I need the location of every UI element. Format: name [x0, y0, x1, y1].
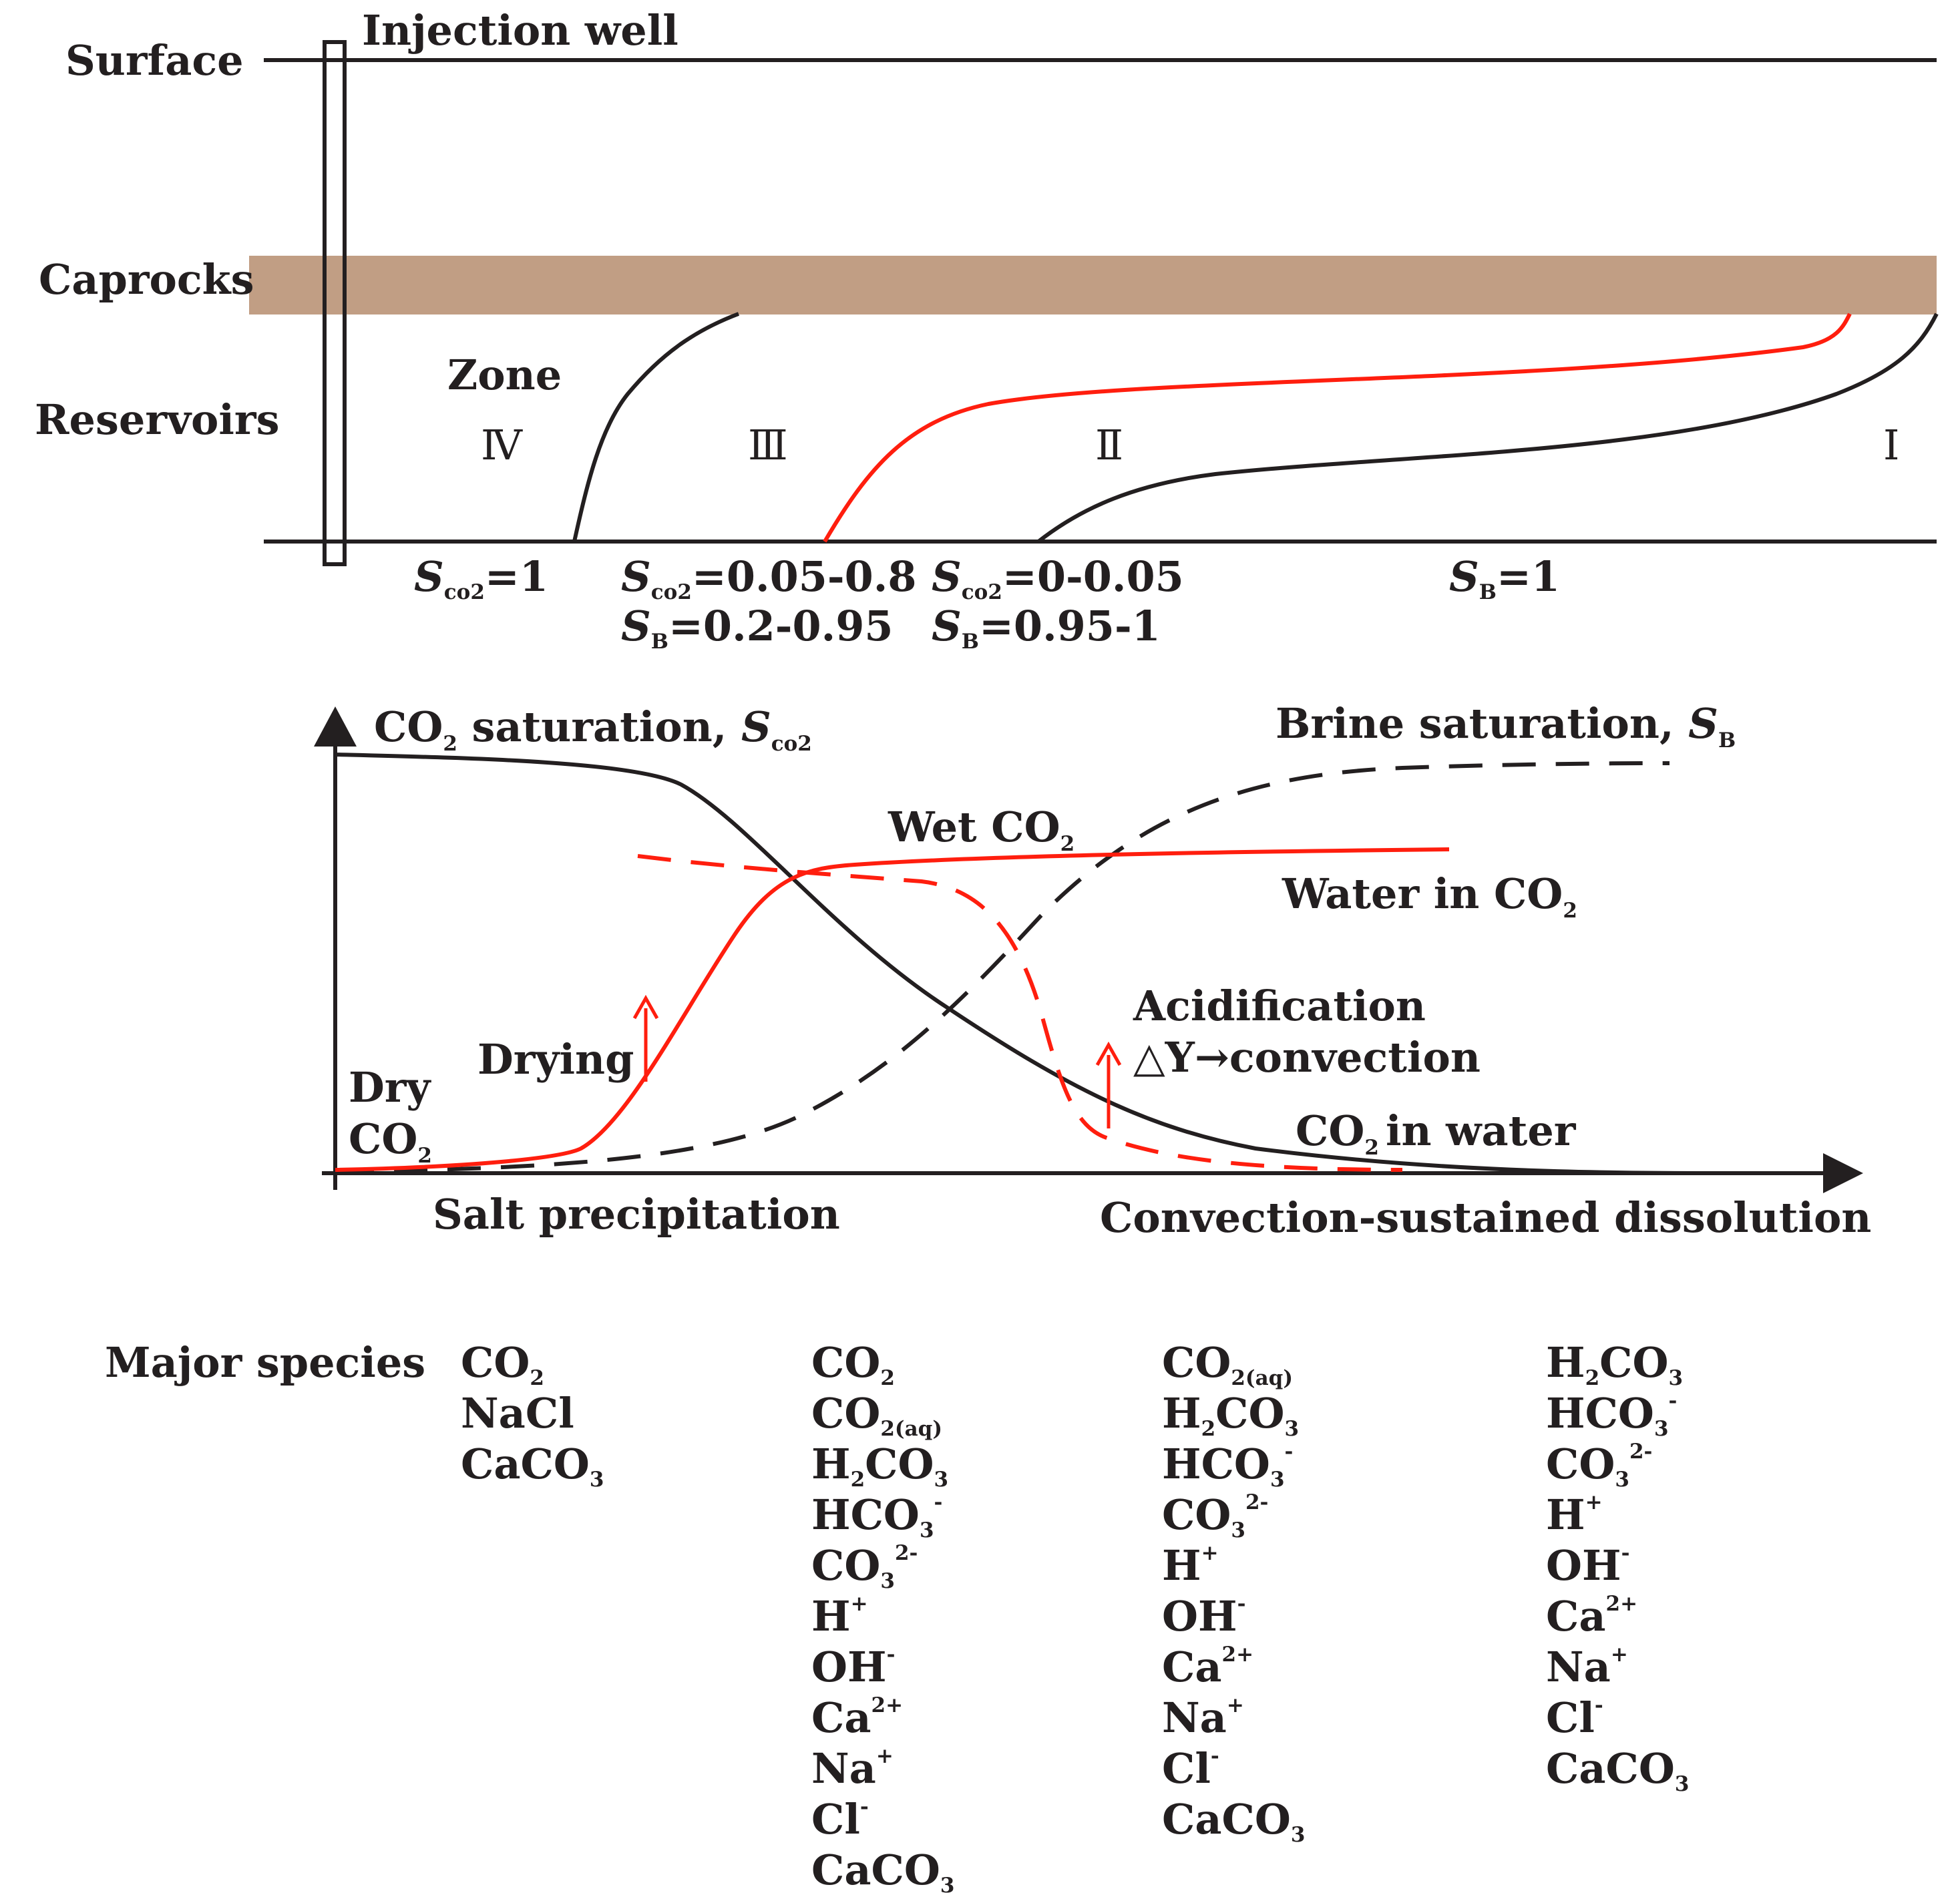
species-item: H+ — [811, 1592, 868, 1641]
acidification-label: Acidification — [1133, 982, 1426, 1030]
species-item: CaCO3 — [461, 1440, 604, 1492]
wet-co2-curve — [335, 847, 1450, 1172]
saturation-label-1-1: SB=0.2-0.95 — [621, 602, 894, 654]
species-item: Na+ — [1546, 1643, 1628, 1691]
species-item: H2CO3 — [811, 1440, 948, 1492]
species-item: CO2 — [461, 1338, 544, 1390]
species-item: Cl- — [1162, 1744, 1219, 1793]
species-item: CO2(aq) — [811, 1389, 942, 1441]
salt-precipitation-label: Salt precipitation — [433, 1190, 840, 1239]
zone-ii: Ⅱ — [1095, 421, 1123, 469]
species-item: CO32- — [1546, 1440, 1652, 1492]
y-axis-arrow — [314, 706, 357, 747]
species-item: Na+ — [1162, 1693, 1244, 1742]
species-item: H2CO3 — [1546, 1338, 1683, 1390]
species-item: OH- — [1546, 1541, 1629, 1590]
species-item: Cl- — [811, 1795, 869, 1844]
saturation-label-3-0: SB=1 — [1449, 552, 1560, 604]
species-item: Ca2+ — [1162, 1643, 1253, 1691]
front-boundary-iii-ii — [823, 312, 1852, 543]
species-item: CO32- — [1162, 1490, 1268, 1542]
species-item: Cl- — [1546, 1693, 1603, 1742]
brine-saturation-label: Brine saturation, SB — [1276, 699, 1736, 753]
major-species-title: Major species — [105, 1338, 425, 1387]
species-item: H+ — [1162, 1541, 1219, 1590]
species-item: OH- — [1162, 1592, 1245, 1641]
caprock-layer — [249, 256, 1937, 314]
species-columns: CO2NaClCaCO3CO2CO2(aq)H2CO3HCO3-CO32-H+O… — [461, 1338, 1689, 1898]
saturation-label-2-1: SB=0.95-1 — [932, 602, 1161, 654]
front-boundary-iv-iii — [572, 312, 740, 542]
species-item: OH- — [811, 1643, 895, 1691]
species-item: HCO3- — [1162, 1440, 1293, 1492]
species-item: HCO3- — [1546, 1389, 1677, 1441]
caprocks-label: Caprocks — [39, 255, 254, 304]
species-item: Ca2+ — [811, 1693, 903, 1742]
zone-iv: Ⅳ — [481, 421, 523, 469]
species-item: CO2 — [811, 1338, 895, 1390]
acidification-arrow — [1095, 1041, 1122, 1128]
species-item: NaCl — [461, 1389, 574, 1438]
saturation-profile-chart: CO2 saturation, Sco2 Brine saturation, S… — [314, 699, 1871, 1242]
zone-i: Ⅰ — [1883, 421, 1900, 469]
major-species-section: Major species CO2NaClCaCO3CO2CO2(aq)H2CO… — [105, 1338, 1689, 1898]
drying-label: Drying — [477, 1035, 634, 1084]
brine-saturation-curve — [340, 761, 1670, 1174]
surface-label: Surface — [65, 36, 244, 85]
injection-well[interactable] — [323, 40, 347, 566]
front-boundary-ii-i — [1037, 312, 1939, 544]
co2-saturation-curve — [335, 753, 1710, 1175]
species-item: H+ — [1546, 1490, 1603, 1539]
species-item: Na+ — [811, 1744, 894, 1793]
injection-well-label: Injection well — [362, 6, 678, 55]
saturation-labels: Sco2=1 Sco2=0.05-0.8SB=0.2-0.95 Sco2=0-0.0… — [414, 552, 1560, 654]
species-item: CaCO3 — [811, 1846, 954, 1898]
delta-convection-label: △Y→convection — [1133, 1033, 1481, 1082]
species-item: CO2(aq) — [1162, 1338, 1293, 1390]
drying-arrow — [632, 994, 659, 1082]
species-item: H2CO3 — [1162, 1389, 1299, 1441]
species-item: CaCO3 — [1162, 1795, 1305, 1847]
reservoirs-label: Reservoirs — [35, 395, 280, 444]
species-item: Ca2+ — [1546, 1592, 1637, 1641]
water-in-co2-label: Water in CO2 — [1282, 869, 1577, 923]
top-cross-section: Surface Injection well Caprocks Reservoi… — [35, 6, 1939, 654]
co2-saturation-label: CO2 saturation, Sco2 — [374, 702, 812, 756]
saturation-label-0-0: Sco2=1 — [414, 552, 548, 604]
saturation-label-2-0: Sco2=0-0.05 — [932, 552, 1184, 604]
species-item: CaCO3 — [1546, 1744, 1689, 1796]
zone-label: Zone — [447, 351, 562, 399]
dry-co2-label: CO2 — [349, 1114, 432, 1168]
convection-dissolution-label: Convection-sustained dissolution — [1100, 1193, 1871, 1242]
x-axis-arrow — [1823, 1153, 1863, 1193]
species-item: CO32- — [811, 1541, 918, 1593]
saturation-label-1-0: Sco2=0.05-0.8 — [621, 552, 916, 604]
zone-iii: Ⅲ — [748, 421, 788, 469]
species-item: HCO3- — [811, 1490, 942, 1542]
dry-label: Dry — [349, 1063, 431, 1112]
water-in-co2-curve — [637, 854, 1403, 1172]
wet-co2-label: Wet CO2 — [888, 803, 1074, 856]
